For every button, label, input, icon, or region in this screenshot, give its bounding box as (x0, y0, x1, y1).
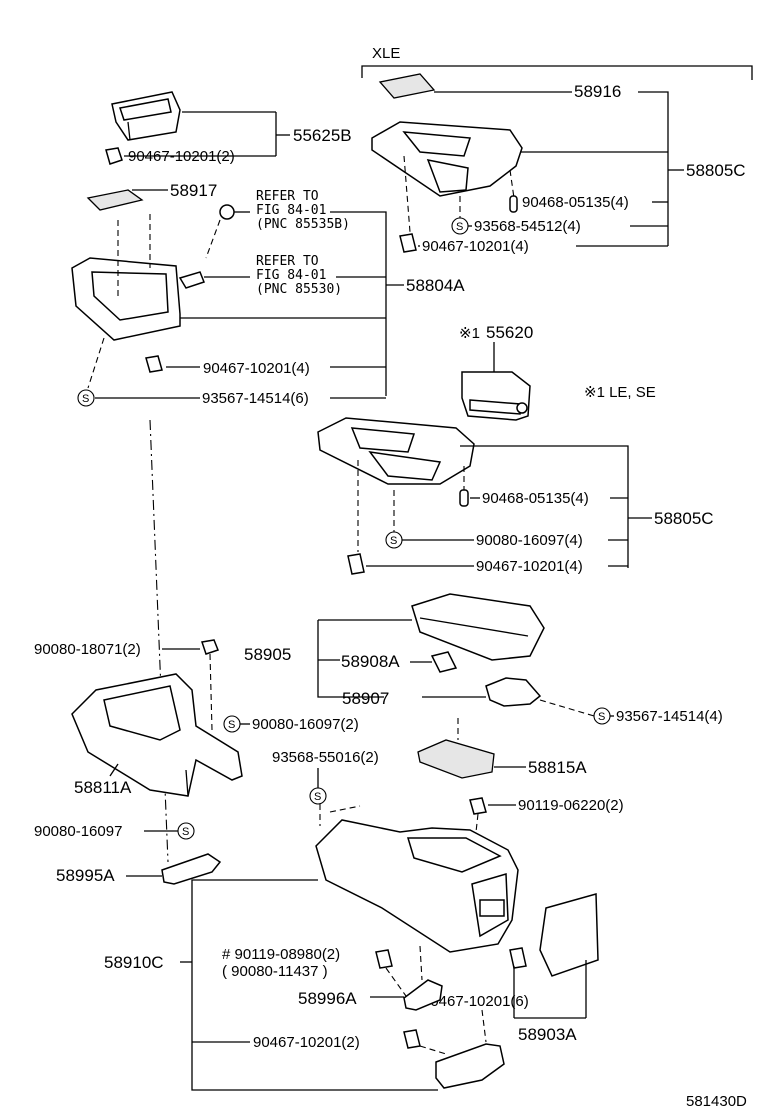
screw-symbol: S (456, 221, 463, 233)
refer-note-1-line2: FIG 84-01 (256, 203, 326, 218)
refer-note-2-line3: (PNC 85530) (256, 282, 342, 297)
end-cap-rear (435, 1043, 505, 1089)
hinge-58908a (430, 651, 458, 673)
side-panel-58903a (539, 893, 599, 977)
clip-mid-left (145, 355, 163, 373)
diagram-id: 581430D (686, 1093, 747, 1110)
latch-58907 (485, 677, 542, 707)
label-90080-18071-2: 90080-18071(2) (34, 641, 141, 658)
label-90468-05135-4-b: 90468-05135(4) (482, 490, 589, 507)
console-box-58910c (315, 819, 519, 953)
refer-note-2-line1: REFER TO (256, 254, 319, 269)
label-90467-10201-4-b: 90467-10201(4) (203, 360, 310, 377)
cap-90468-b (459, 489, 469, 507)
label-90467-10201-4-a: 90467-10201(4) (422, 238, 529, 255)
screw-symbol: S (82, 393, 89, 405)
screw-mid-right: S (385, 531, 403, 549)
clip-top-right (399, 233, 417, 253)
pad-58916 (378, 73, 436, 99)
bulb-icon (178, 271, 250, 289)
pad-58917 (86, 189, 144, 211)
refer-note-2: REFER TO FIG 84-01 (PNC 85530) (256, 254, 342, 297)
label-93567-14514-6: 93567-14514(6) (202, 390, 309, 407)
bracket-58995a (161, 853, 222, 885)
label-55620-mark: ※1 (459, 325, 480, 342)
bolt-90080-18071 (201, 639, 219, 731)
label-58804A: 58804A (406, 276, 465, 295)
label-93567-14514-4: 93567-14514(4) (616, 708, 723, 725)
label-58910C: 58910C (104, 953, 164, 972)
xle-variant-label: XLE (372, 45, 400, 62)
label-90468-05135-4-a: 90468-05135(4) (522, 194, 629, 211)
label-90467-10201-4-c: 90467-10201(4) (476, 558, 583, 575)
clip-console (509, 947, 527, 969)
cap-90468-a (509, 195, 518, 213)
screw-symbol: S (390, 535, 397, 547)
label-58996A: 58996A (298, 989, 357, 1008)
refer-note-1: REFER TO FIG 84-01 (PNC 85535B) (256, 189, 350, 232)
refer-note-1-line3: (PNC 85535B) (256, 217, 350, 232)
label-93568-54512-4: 93568-54512(4) (474, 218, 581, 235)
armrest-lid-58905 (411, 593, 545, 661)
screw-lower-left: S (177, 822, 195, 840)
screw-symbol: S (598, 711, 605, 723)
label-58908A: 58908A (341, 652, 400, 671)
label-90467-10201-2-bottom: 90467-10201(2) (253, 1034, 360, 1051)
panel-58804a (71, 214, 181, 341)
bezel-58811a (71, 673, 243, 797)
label-90467-10201-2-top: 90467-10201(2) (128, 148, 235, 165)
bracket-58996a (403, 979, 443, 1011)
label-58815A: 58815A (528, 758, 587, 777)
screw-bezel: S (223, 715, 241, 733)
label-58916: 58916 (574, 82, 621, 101)
label-55625B: 55625B (293, 126, 352, 145)
refer-note-1-line1: REFER TO (256, 189, 319, 204)
label-55620: 55620 (486, 323, 533, 342)
pocket-55625b (111, 91, 181, 141)
bolt-90119-08980 (375, 949, 407, 997)
screw-symbol: S (228, 719, 235, 731)
label-58907: 58907 (342, 689, 389, 708)
pocket-55620 (461, 371, 531, 421)
label-58805C-a: 58805C (686, 161, 746, 180)
label-58811A: 58811A (74, 778, 132, 797)
screw-top-right: S (451, 217, 469, 235)
screw-armrest: S (593, 707, 611, 725)
screw-symbol: S (182, 826, 189, 838)
pad-58815a (417, 739, 495, 779)
screw-mid-left: S (77, 389, 95, 407)
label-58903A: 58903A (518, 1025, 577, 1044)
label-90080-16097-4: 90080-16097(4) (476, 532, 583, 549)
clip-mid-right (347, 553, 365, 575)
clip-bottom (403, 1029, 421, 1049)
lamp-socket-icon (219, 204, 250, 220)
refer-note-2-line2: FIG 84-01 (256, 268, 326, 283)
label-58995A: 58995A (56, 866, 115, 885)
screw-symbol: S (314, 791, 321, 803)
label-58805C-b: 58805C (654, 509, 714, 528)
label-58905: 58905 (244, 645, 291, 664)
panel-58805c-le-se (317, 417, 475, 552)
clip-top-left (105, 147, 123, 165)
label-90080-16097: 90080-16097 (34, 823, 122, 840)
screw-console: S (309, 787, 327, 805)
le-se-variant-note: ※1 LE, SE (584, 384, 656, 401)
xle-variant-bracket: XLE (361, 45, 753, 80)
bolt-90119-06220 (469, 797, 487, 833)
label-90119-06220-2: 90119-06220(2) (518, 797, 624, 814)
label-90119-08980-2: # 90119-08980(2) (222, 946, 340, 963)
label-90080-16097-2: 90080-16097(2) (252, 716, 359, 733)
label-90467-10201-6: 90467-10201(6) (422, 993, 529, 1010)
label-93568-55016-2: 93568-55016(2) (272, 749, 379, 766)
panel-58805c-xle (371, 121, 523, 233)
label-58917: 58917 (170, 181, 217, 200)
label-90080-11437: ( 90080-11437 ) (222, 963, 328, 980)
